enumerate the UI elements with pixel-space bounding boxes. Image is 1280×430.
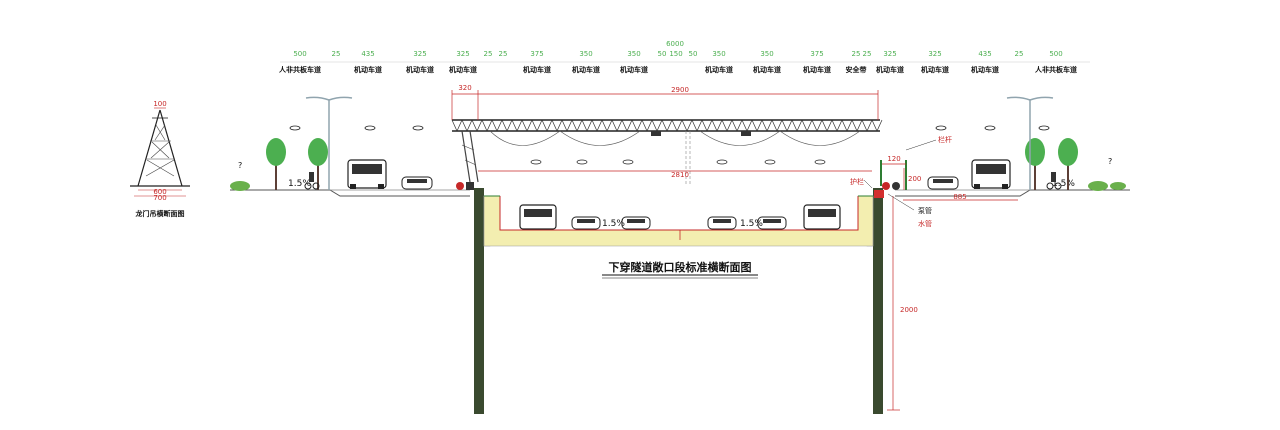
street-lamp-icon — [1006, 96, 1054, 190]
lane-width-8: 350 — [579, 50, 592, 58]
lane-width-20: 435 — [978, 50, 991, 58]
lane-name-7: 机动车道 — [523, 65, 551, 74]
total-width-label: 6000 — [666, 40, 684, 48]
lane-name-0: 人非共板车道 — [279, 65, 321, 74]
lane-width-9: 350 — [627, 50, 640, 58]
lane-name-3: 机动车道 — [406, 65, 434, 74]
pipe-icon — [466, 182, 474, 190]
dim-320: 320 — [458, 84, 471, 92]
dim-2810: 2810 — [671, 171, 689, 179]
gantry-detail: 100 600 700 龙门吊横断面图 — [130, 100, 190, 218]
pump-pipe-label: 泵管 — [918, 206, 932, 215]
pump-pipe-icon — [874, 190, 884, 198]
lane-name-2: 机动车道 — [354, 65, 382, 74]
lane-name-20: 机动车道 — [971, 65, 999, 74]
street-lamp-icon — [305, 96, 353, 190]
lane-width-12: 50 — [689, 50, 698, 58]
lane-width-17: 25 — [863, 50, 872, 58]
lane-name-18: 机动车道 — [876, 65, 904, 74]
lane-name-19: 机动车道 — [921, 65, 949, 74]
tunnel-structure — [474, 188, 883, 414]
gantry-top-dim: 100 — [153, 100, 166, 108]
lane-width-15: 375 — [810, 50, 823, 58]
dim-2000: 2000 — [900, 306, 918, 314]
lane-name-14: 机动车道 — [753, 65, 781, 74]
lane-width-3: 325 — [413, 50, 426, 58]
dim-885: 885 — [953, 193, 966, 201]
gantry-inner-dim: 600 — [153, 188, 166, 196]
lane-name-13: 机动车道 — [705, 65, 733, 74]
tunnel-bus-icon — [519, 204, 557, 230]
cyclist-icon — [1046, 172, 1062, 190]
lane-name-4: 机动车道 — [449, 65, 477, 74]
lane-name-15: 机动车道 — [803, 65, 831, 74]
railing-label: 栏杆 — [938, 135, 952, 144]
bus-icon — [347, 159, 387, 189]
water-pipe-label: 水管 — [918, 219, 932, 228]
tunnel-arrow-icons — [530, 159, 826, 165]
bush-icon — [1088, 181, 1108, 191]
lane-width-5: 25 — [484, 50, 493, 58]
lane-width-19: 325 — [928, 50, 941, 58]
lane-width-22: 500 — [1049, 50, 1062, 58]
question-mark-left: ? — [238, 161, 242, 170]
bus-icon — [971, 159, 1011, 189]
lane-width-14: 350 — [760, 50, 773, 58]
lane-name-8: 机动车道 — [572, 65, 600, 74]
tunnel-slope-right: 1.5% — [740, 219, 763, 229]
tree-icon — [266, 138, 286, 190]
lane-arrow-icons — [289, 125, 1050, 131]
gantry-caption: 龙门吊横断面图 — [135, 209, 185, 218]
dim-2900: 2900 — [671, 86, 689, 94]
dim-120: 120 — [887, 155, 900, 163]
lane-width-11: 150 — [669, 50, 682, 58]
lane-name-16: 安全带 — [846, 65, 867, 74]
lane-width-6: 25 — [499, 50, 508, 58]
bush-icon — [1110, 182, 1126, 190]
cyclist-icon — [304, 172, 320, 190]
lane-name-9: 机动车道 — [620, 65, 648, 74]
lane-width-7: 375 — [530, 50, 543, 58]
tunnel-car-icon — [571, 216, 601, 230]
lane-width-2: 435 — [361, 50, 374, 58]
car-icon — [927, 176, 959, 190]
tree-icon — [1058, 138, 1078, 190]
lane-name-22: 人非共板车道 — [1035, 65, 1077, 74]
pipe-icon — [456, 182, 464, 190]
crane-gantry — [451, 119, 883, 185]
tunnel-slope-left: 1.5% — [602, 219, 625, 229]
pipe-icon — [882, 182, 890, 190]
lane-width-0: 500 — [293, 50, 306, 58]
tunnel-car-icon — [621, 216, 651, 230]
lane-width-21: 25 — [1015, 50, 1024, 58]
tunnel-car-icon — [757, 216, 787, 230]
dim-200: 200 — [908, 175, 921, 183]
lane-width-4: 325 — [456, 50, 469, 58]
tree-icon — [1025, 138, 1045, 190]
main-caption: 下穿隧道敞口段标准横断面图 — [609, 260, 752, 274]
lane-width-10: 50 — [658, 50, 667, 58]
tunnel-bus-icon — [803, 204, 841, 230]
pipe-icon — [892, 182, 900, 190]
road-slope-left: 1.5% — [288, 179, 311, 189]
lane-width-16: 25 — [852, 50, 861, 58]
tunnel-car-icon — [707, 216, 737, 230]
lane-width-1: 25 — [332, 50, 341, 58]
lane-width-18: 325 — [883, 50, 896, 58]
gantry-outer-dim: 700 — [153, 194, 166, 202]
tree-icon — [308, 138, 328, 190]
car-icon — [401, 176, 433, 190]
lane-width-13: 350 — [712, 50, 725, 58]
question-mark-right: ? — [1108, 157, 1112, 166]
road-slope-right: 1.5% — [1052, 179, 1075, 189]
guardrail-label: 护栏 — [850, 177, 864, 186]
bush-icon — [230, 181, 250, 191]
